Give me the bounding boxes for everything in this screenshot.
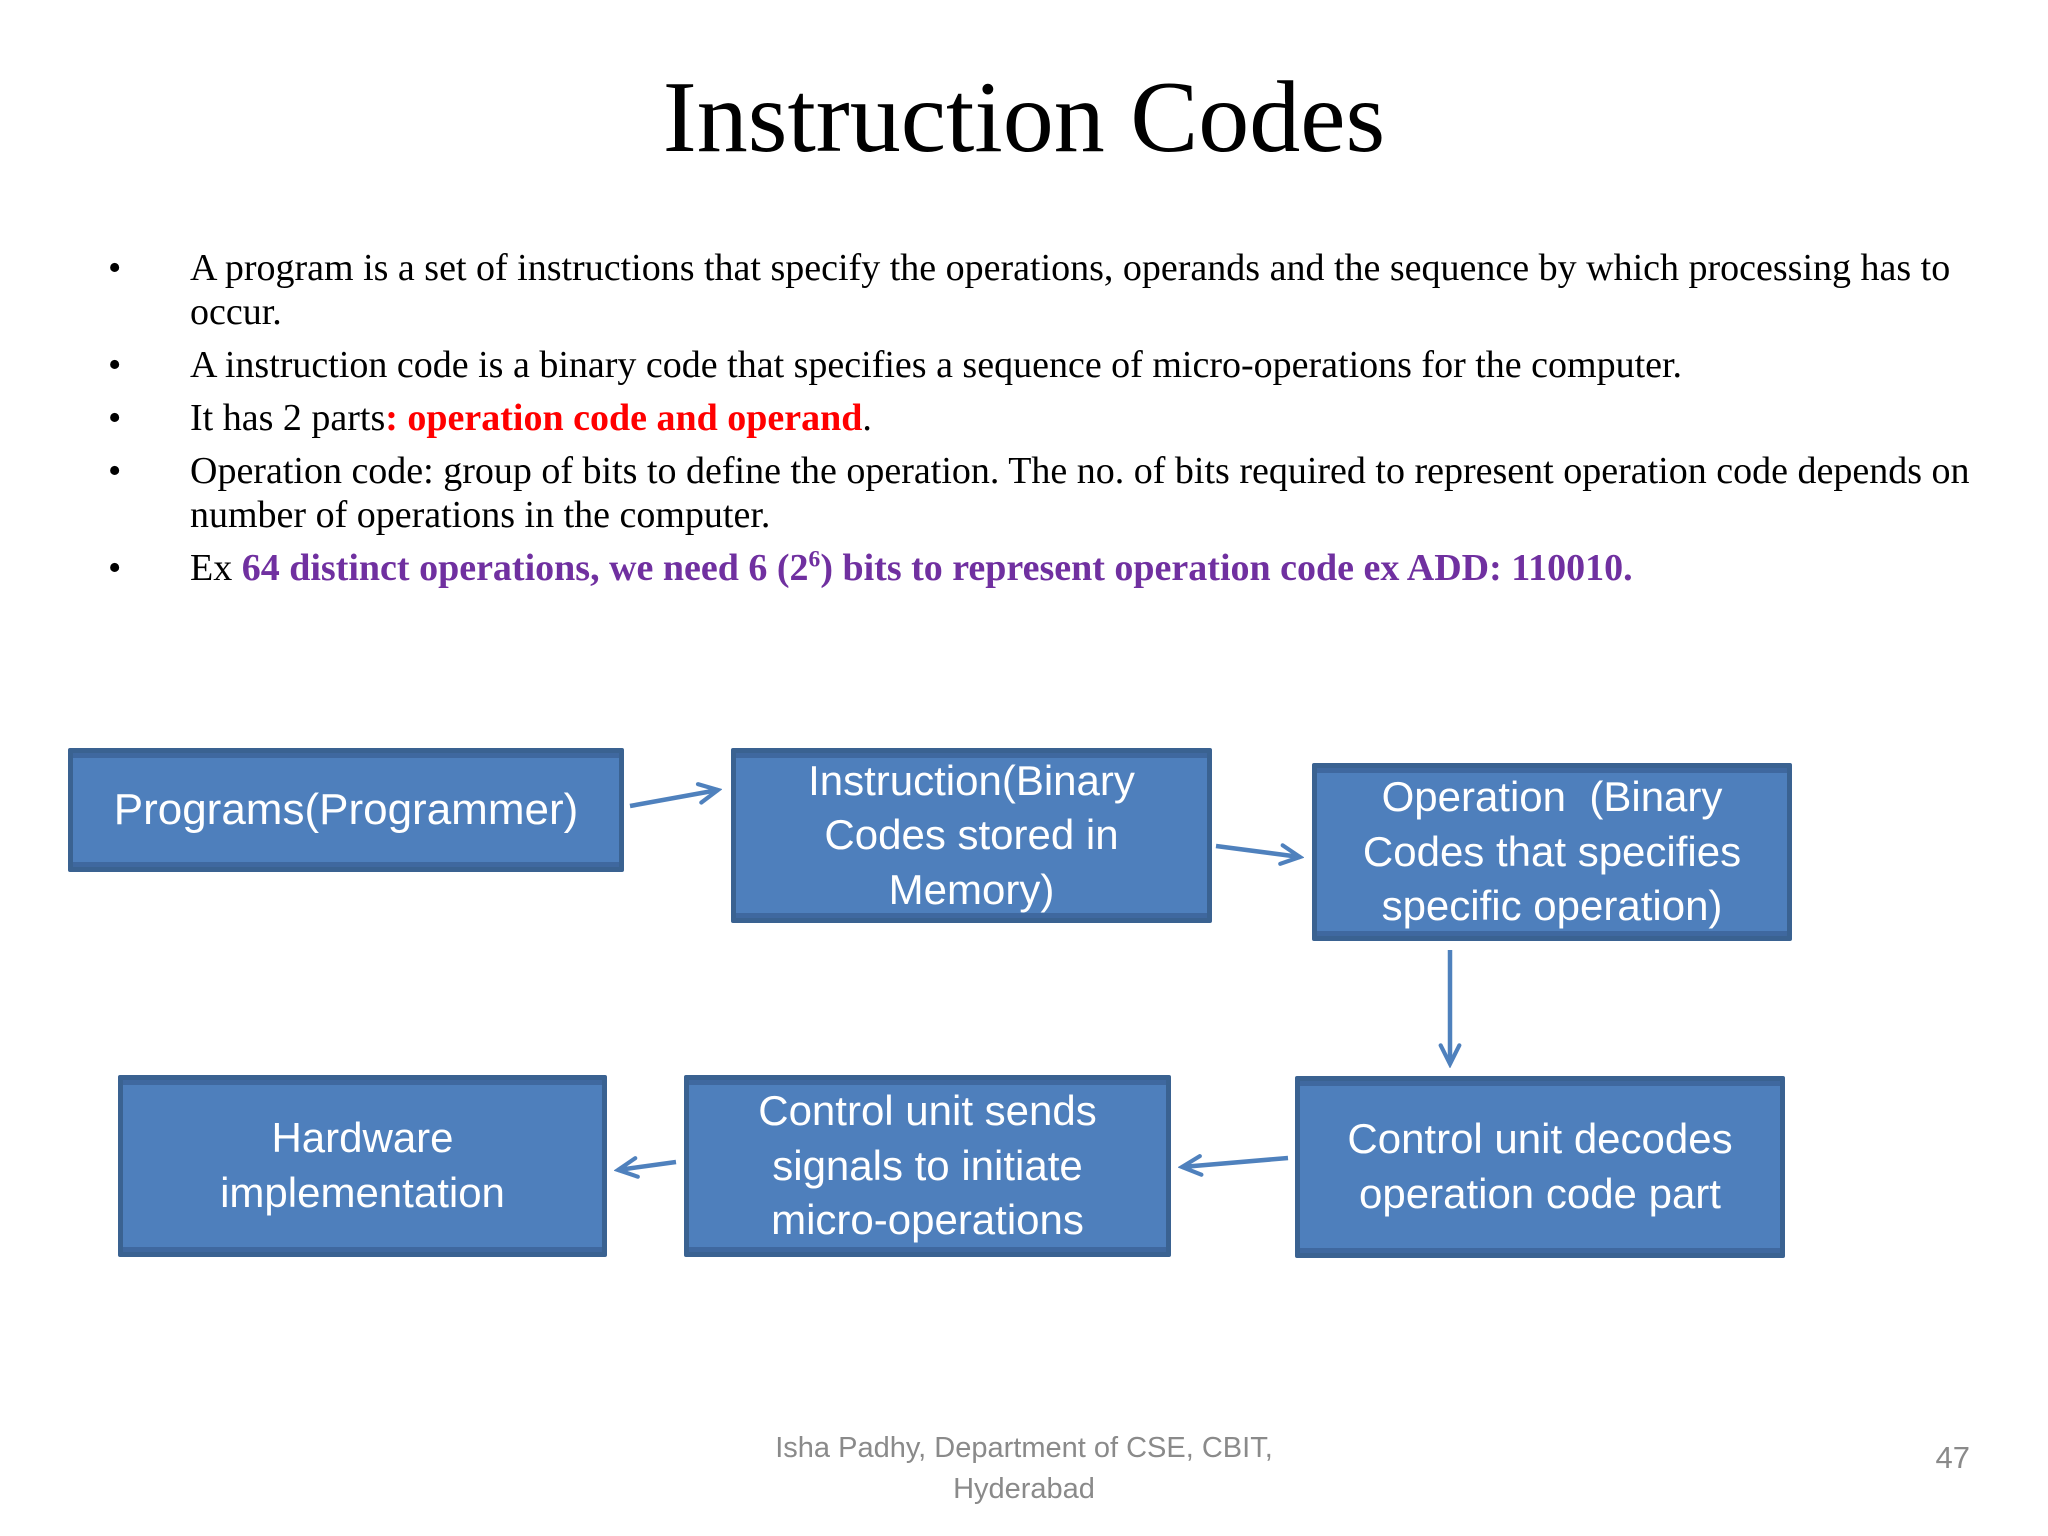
bullet-segment: It has 2 parts [190, 397, 386, 440]
bullet-segment: A instruction code is a binary code that… [190, 344, 1683, 387]
bullet-segment: : operation code and operand [385, 397, 863, 440]
flow-box-programs: Programs(Programmer) [68, 748, 624, 872]
flow-box-hardware: Hardware implementation [118, 1075, 607, 1257]
arrow-control-signals-to-hardware [618, 1162, 677, 1170]
bullet-item: Operation code: group of bits to define … [92, 449, 1972, 537]
bullet-segment: A program is a set of instructions that … [190, 247, 1951, 334]
flow-box-control-decodes: Control unit decodes operation code part [1295, 1076, 1785, 1258]
arrow-instruction-to-operation [1215, 846, 1300, 857]
bullet-segment: Operation code: group of bits to define … [190, 450, 1970, 537]
footer-text: Isha Padhy, Department of CSE, CBIT, Hyd… [775, 1432, 1273, 1505]
flow-box-operation: Operation (Binary Codes that specifies s… [1312, 763, 1792, 941]
arrow-control-decodes-to-control-signals [1182, 1158, 1289, 1167]
page-number: 47 [1935, 1440, 1970, 1475]
bullet-segment: Ex [190, 547, 242, 590]
bullet-segment: ) bits to represent operation code ex AD… [820, 547, 1633, 590]
bullet-list: A program is a set of instructions that … [92, 246, 1972, 600]
arrow-programs-to-instruction [629, 790, 718, 809]
bullet-item: It has 2 parts: operation code and opera… [92, 396, 1972, 440]
flow-box-instruction: Instruction(Binary Codes stored in Memor… [731, 748, 1212, 923]
slide-title: Instruction Codes [662, 61, 1386, 174]
bullet-item: A program is a set of instructions that … [92, 246, 1972, 334]
bullet-item: Ex 64 distinct operations, we need 6 (26… [92, 546, 1972, 590]
bullet-segment: . [862, 397, 872, 440]
flow-box-control-signals: Control unit sends signals to initiate m… [684, 1075, 1171, 1257]
bullet-item: A instruction code is a binary code that… [92, 343, 1972, 387]
bullet-segment: 6 [808, 546, 821, 573]
bullet-segment: 64 distinct operations, we need 6 (2 [241, 547, 809, 590]
